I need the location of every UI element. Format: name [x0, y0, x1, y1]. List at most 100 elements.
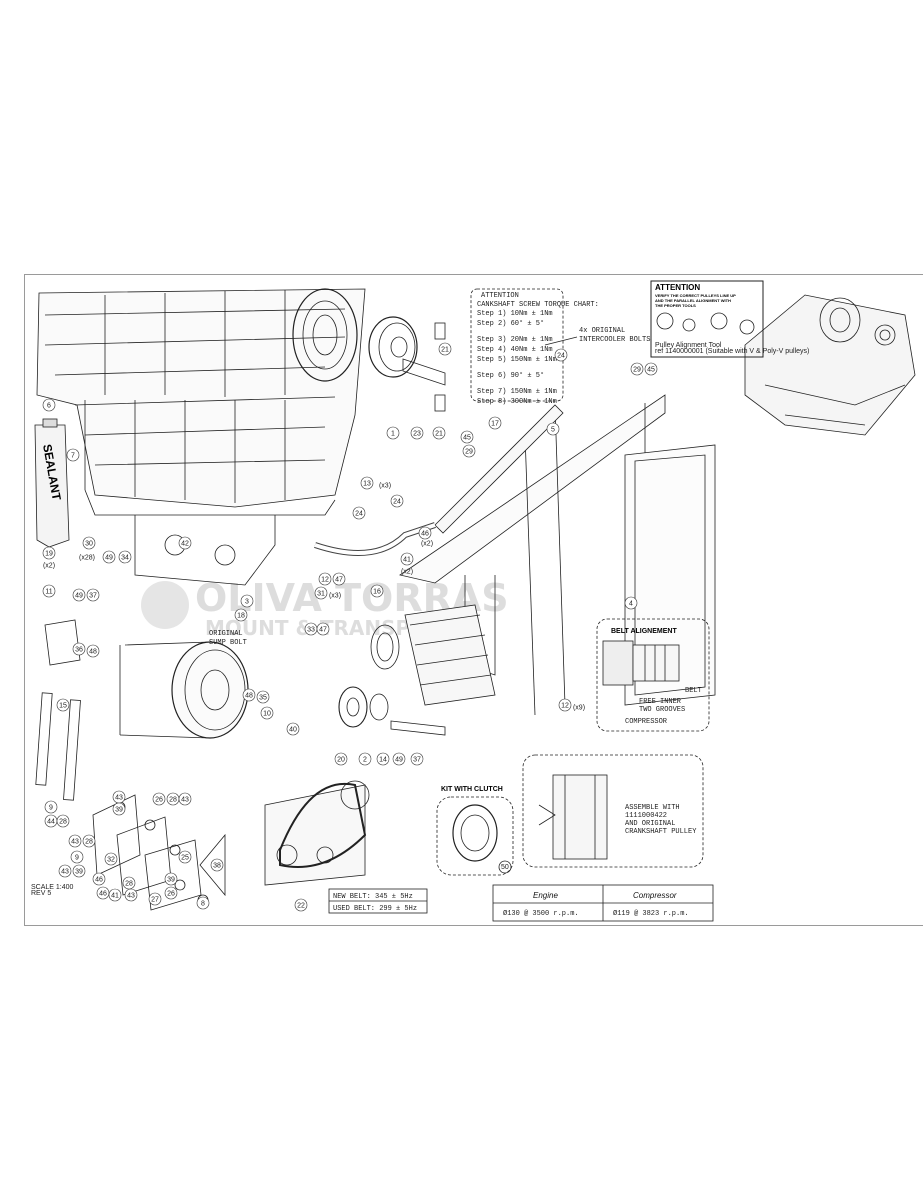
- callout-label: 44: [47, 818, 55, 825]
- callout-bubble: [432, 426, 446, 440]
- torque-title: ATTENTION: [481, 292, 519, 300]
- rev-note: REV 5: [31, 890, 51, 897]
- callout-label: 4: [629, 600, 633, 607]
- callout-bubble: [240, 594, 254, 608]
- grooves-label-2: TWO GROOVES: [639, 706, 685, 714]
- callout-bubble: [96, 886, 110, 900]
- clutch-kit-panel: KIT WITH CLUTCH 50: [436, 786, 514, 876]
- callout-label: 3: [245, 598, 249, 605]
- belt-label: BELT: [685, 687, 702, 695]
- callout-bubble: [108, 888, 122, 902]
- callout-label: 9: [75, 854, 79, 861]
- crank-pulley: [368, 316, 446, 412]
- assembly-photo: [744, 294, 916, 436]
- callout-bubble: [370, 584, 384, 598]
- callout-label: 16: [373, 588, 381, 595]
- spacer-tubes: [35, 692, 81, 801]
- callout-label: 43: [181, 796, 189, 803]
- callout-bubble: [410, 752, 424, 766]
- callout-bubble: [630, 362, 644, 376]
- callout-label: 8: [201, 900, 205, 907]
- callout-bubble: [122, 876, 136, 890]
- callout-label: 37: [89, 592, 97, 599]
- callout-label: (x3): [329, 592, 341, 599]
- callout-bubble: [92, 872, 106, 886]
- rpm-engine-value: Ø130 @ 3500 r.p.m.: [503, 909, 579, 918]
- sump-note-2: SUMP BOLT: [209, 639, 247, 647]
- callout-bubble: [42, 398, 56, 412]
- callout-bubble: [334, 752, 348, 766]
- callout-label: 48: [89, 648, 97, 655]
- callout-label: 49: [75, 592, 83, 599]
- callout-bubble: [86, 588, 100, 602]
- engine-block: [36, 288, 366, 586]
- callout-label: 20: [337, 756, 345, 763]
- pulley-line3: THE PROPER TOOLS: [655, 303, 696, 308]
- callout-bubble: [286, 722, 300, 736]
- pulley-line2: AND THE PARALLEL ALIGNMENT WITH: [655, 298, 731, 303]
- callout-bubble: [644, 362, 658, 376]
- callout-label: 43: [61, 868, 69, 875]
- callout-label: 40: [289, 726, 297, 733]
- torque-step: Step 7) 150Nm ± 1Nm: [477, 388, 557, 396]
- callout-bubble: [148, 892, 162, 906]
- callout-label: 31: [317, 590, 325, 597]
- callout-label: 12: [561, 702, 569, 709]
- callout-label: 41: [111, 892, 119, 899]
- pulley-attention-title: ATTENTION: [655, 283, 700, 292]
- callout-label: 15: [59, 702, 67, 709]
- sump-note-1: ORIGINAL: [209, 630, 243, 638]
- torque-chart-panel: ATTENTION CANKSHAFT SCREW TORQUE CHART: …: [470, 288, 599, 406]
- callout-label: 29: [465, 448, 473, 455]
- callout-label: 12: [321, 576, 329, 583]
- callout-label: 42: [181, 540, 189, 547]
- callout-bubble: [72, 864, 86, 878]
- callout-label: 1: [391, 430, 395, 437]
- callout-label: 43: [71, 838, 79, 845]
- callout-label: 26: [155, 796, 163, 803]
- callout-label: 9: [49, 804, 53, 811]
- callout-label: 26: [167, 890, 175, 897]
- callout-label: 14: [379, 756, 387, 763]
- callout-label: 7: [71, 452, 75, 459]
- callout-bubble: [558, 698, 572, 712]
- belt-tension-box: NEW BELT: 345 ± 5Hz USED BELT: 299 ± 5Hz: [328, 888, 428, 914]
- callout-bubble: [58, 864, 72, 878]
- callout-label: 43: [115, 794, 123, 801]
- callout-label: 2: [363, 756, 367, 763]
- pulley-line1: VERIFY THE CORRECT PULLEYS LINE UP: [655, 293, 736, 298]
- assemble-line4: CRANKSHAFT PULLEY: [625, 828, 697, 836]
- assemble-line2: 1111000422: [625, 812, 667, 820]
- callout-bubble: [56, 814, 70, 828]
- callout-label: (x3): [379, 482, 391, 489]
- callout-label: 28: [169, 796, 177, 803]
- callout-label: 24: [355, 510, 363, 517]
- callout-label: 10: [263, 710, 271, 717]
- callout-bubble: [66, 448, 80, 462]
- exploded-diagram: OLIVA TORRAS MOUNT & TRANSPORTS SEALANT: [31, 280, 916, 922]
- callout-bubble: [164, 872, 178, 886]
- intercooler-note-1: 4x ORIGINAL: [579, 327, 625, 335]
- callout-label: 39: [115, 806, 123, 813]
- callout-bubble: [260, 706, 274, 720]
- callout-bubble: [104, 852, 118, 866]
- callout-label: 35: [259, 694, 267, 701]
- intercooler-note-2: INTERCOOLER BOLTS: [579, 336, 650, 344]
- callout-bubble: [118, 550, 132, 564]
- callout-label: 34: [121, 554, 129, 561]
- callout-label: 21: [435, 430, 443, 437]
- callout-label: 46: [99, 890, 107, 897]
- callout-bubble: [72, 642, 86, 656]
- callout-bubble: [178, 792, 192, 806]
- callout-label: 43: [127, 892, 135, 899]
- callout-bubble: [376, 752, 390, 766]
- callout-bubble: [546, 422, 560, 436]
- callout-label: 45: [463, 434, 471, 441]
- callout-label: 29: [633, 366, 641, 373]
- callout-label: 25: [181, 854, 189, 861]
- torque-step: Step 3) 20Nm ± 1Nm: [477, 336, 553, 344]
- callout-bubble: [72, 588, 86, 602]
- callout-bubble: [360, 476, 374, 490]
- callout-label: 38: [213, 862, 221, 869]
